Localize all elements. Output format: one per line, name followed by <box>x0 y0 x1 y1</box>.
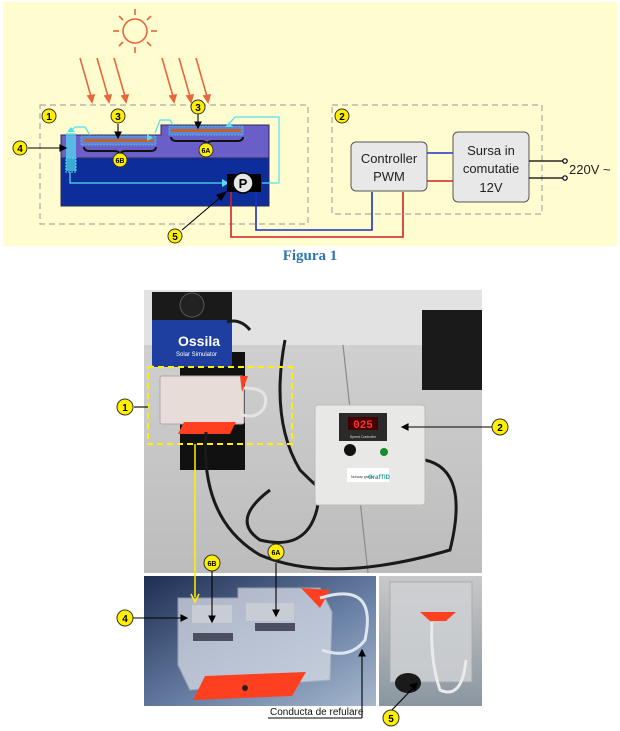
marker-3-right: 3 <box>190 99 206 115</box>
ray-arrow <box>79 57 96 104</box>
power-supply-line1: Sursa in <box>467 143 515 158</box>
yellow-link-arrow <box>190 593 200 604</box>
pointer-arrows <box>28 114 228 231</box>
marker-5: 5 <box>167 228 183 244</box>
marker-3-left: 3 <box>110 108 126 124</box>
wire-negative <box>255 192 373 231</box>
svg-text:3: 3 <box>115 112 121 123</box>
marker-6b: 6B <box>112 152 128 168</box>
ray-arrow <box>96 57 113 104</box>
module-2-boundary <box>331 104 543 215</box>
svg-text:6B: 6B <box>116 158 125 165</box>
cell-closeup-photo <box>144 576 376 706</box>
schematic-diagram: P Controller PWM Sursa in comutatie 12V … <box>3 2 617 246</box>
test-cell <box>159 375 268 434</box>
solar-cell-6a <box>171 129 241 132</box>
simulator-brand: Ossila <box>178 333 220 349</box>
power-button <box>380 448 388 456</box>
mains-label: 220V ~ <box>569 162 611 177</box>
reservoir-column <box>66 133 76 171</box>
module-1-boundary <box>39 104 309 225</box>
mains-terminals <box>529 158 568 181</box>
external-power-supply <box>422 310 482 390</box>
marker-2: 2 <box>334 108 350 124</box>
power-supply-box <box>452 131 530 203</box>
photo-marker-2: 2 <box>491 418 509 436</box>
photo-marker-4: 4 <box>116 609 134 627</box>
pump-label: P <box>239 176 248 191</box>
solar-cell-6b <box>84 139 154 142</box>
ray-arrow <box>178 57 195 104</box>
controller-pwm-box <box>350 141 428 192</box>
flow-arrowheads <box>67 122 233 187</box>
power-supply-line2: comutatie <box>463 161 519 176</box>
svg-text:4: 4 <box>122 614 128 625</box>
sponsor-norway: Norway grants <box>351 475 374 479</box>
controller-label-line2: PWM <box>373 169 405 184</box>
photo-composite: Ossila Solar Simulator 025 Speed Control… <box>116 290 509 727</box>
photo-pointer-arrows <box>130 406 492 719</box>
speed-controller-box: 025 Speed Controller Norway grants GrafT… <box>314 404 426 506</box>
speed-knob <box>344 444 356 456</box>
reservoir-lower <box>65 157 77 173</box>
solar-simulator: Ossila Solar Simulator <box>152 292 232 367</box>
svg-text:5: 5 <box>172 232 178 243</box>
controller-display: 025 <box>353 420 373 432</box>
power-supply-line3: 12V <box>479 180 502 195</box>
ray-arrow <box>195 57 212 104</box>
sun-icon <box>113 9 157 53</box>
controller-label-line1: Controller <box>361 151 418 166</box>
pump-closeup-photo <box>379 576 482 706</box>
svg-text:6B: 6B <box>208 561 217 568</box>
setup-photo: Ossila Solar Simulator 025 Speed Control… <box>144 290 482 574</box>
svg-text:2: 2 <box>497 423 503 434</box>
svg-text:5: 5 <box>388 714 394 725</box>
wire-positive <box>230 192 404 238</box>
discharge-pipe-label: Conducta de refulare <box>270 707 364 718</box>
svg-text:1: 1 <box>46 112 52 123</box>
module-1-highlight <box>147 366 293 445</box>
marker-1: 1 <box>41 108 57 124</box>
figure-caption: Figura 1 <box>282 248 338 264</box>
ray-arrow <box>161 57 178 104</box>
svg-text:2: 2 <box>339 112 345 123</box>
pump-icon <box>232 172 254 194</box>
schematic-background <box>3 2 617 246</box>
sponsor-graftid: GrafTID <box>368 475 391 481</box>
marker-4: 4 <box>12 140 28 156</box>
svg-text:4: 4 <box>17 144 23 155</box>
svg-text:6A: 6A <box>202 148 211 155</box>
svg-text:6A: 6A <box>272 550 281 557</box>
ray-arrow <box>113 57 130 104</box>
photo-marker-6b: 6B <box>203 554 221 572</box>
photo-marker-5: 5 <box>382 709 400 727</box>
photo-marker-1: 1 <box>116 398 134 416</box>
marker-6a: 6A <box>198 142 214 158</box>
controller-panel-label: Speed Controller <box>350 435 377 439</box>
simulator-subtitle: Solar Simulator <box>176 352 217 358</box>
sun-rays <box>79 57 212 104</box>
svg-text:3: 3 <box>195 103 201 114</box>
svg-text:1: 1 <box>122 403 128 414</box>
photo-marker-6a: 6A <box>267 543 285 561</box>
